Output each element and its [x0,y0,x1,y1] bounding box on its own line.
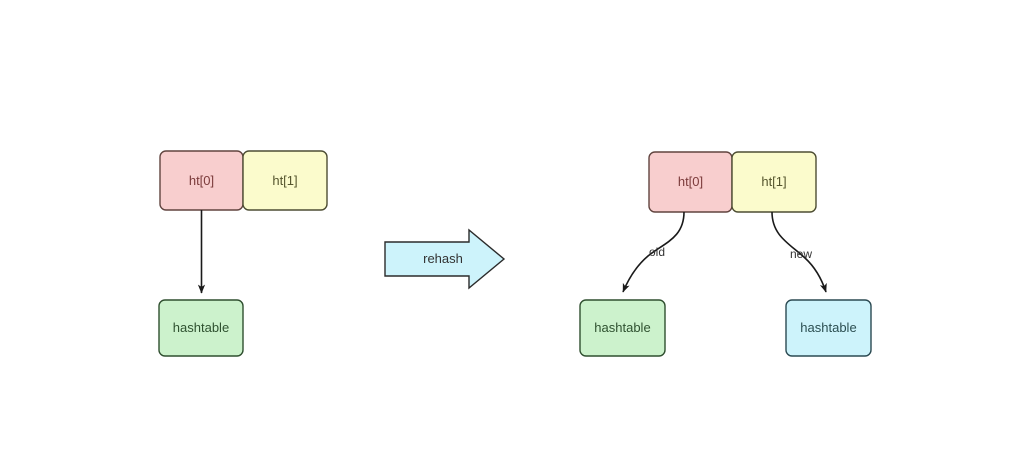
before-ht1-cell[interactable] [242,150,328,211]
after-ht1-cell[interactable] [731,151,817,213]
after-hashtable-new-label: hashtable [800,320,856,335]
after-edge-new-path [771,211,827,293]
before-hashtable-box[interactable] [158,299,244,357]
before-ht1-label: ht[1] [272,173,297,188]
after-hashtable-old-label: hashtable [594,320,650,335]
after-edge-old-label: old [649,245,665,259]
before-ht-array: ht[0] ht[1] [159,150,328,211]
after-edge-new: new [771,211,827,293]
after-ht0-label: ht[0] [678,174,703,189]
after-ht1-label: ht[1] [761,174,786,189]
after-hashtable-new-box[interactable] [785,299,872,357]
before-hashtable-node: hashtable [158,299,244,357]
after-edge-old-path [622,211,685,293]
rehash-arrow-shape [384,228,506,290]
after-ht-array: ht[0] ht[1] [648,151,817,213]
rehash-arrow: rehash [384,228,506,290]
before-hashtable-label: hashtable [173,320,229,335]
after-hashtable-old-node: hashtable [579,299,666,357]
after-hashtable-old-box[interactable] [579,299,666,357]
before-ht0-label: ht[0] [189,173,214,188]
rehash-arrow-label: rehash [423,251,463,266]
after-hashtable-new-node: hashtable [785,299,872,357]
after-edge-new-label: new [790,247,812,261]
after-edge-old: old [622,211,685,293]
